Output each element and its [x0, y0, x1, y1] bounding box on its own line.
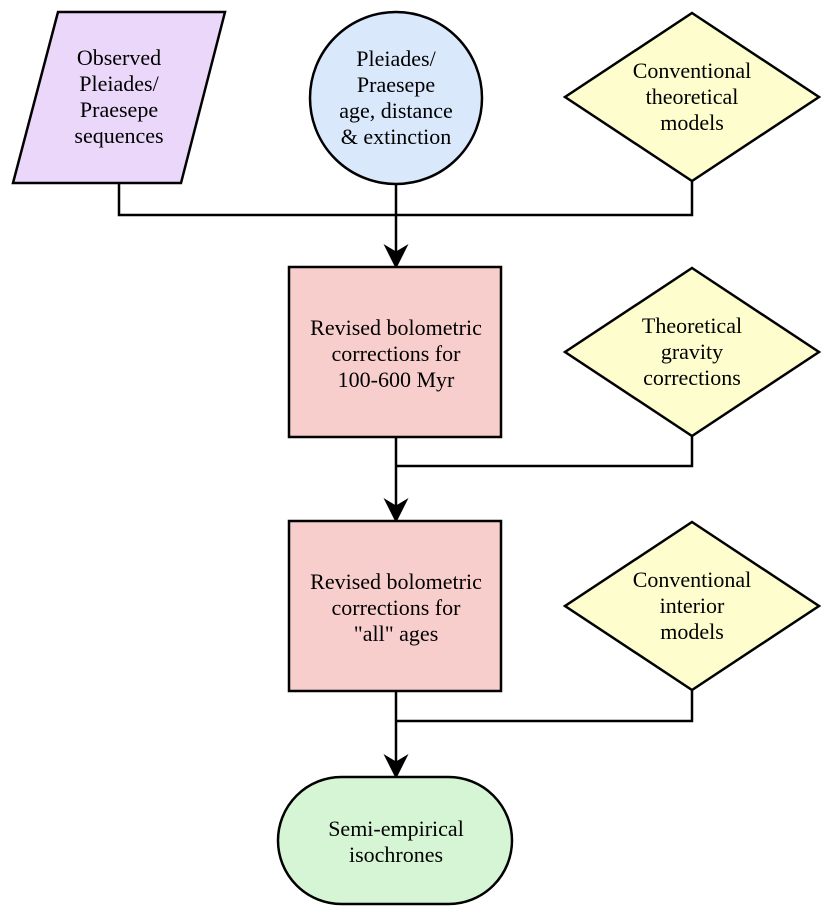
label-line: interior	[660, 593, 725, 618]
label-line: Conventional	[633, 58, 752, 83]
label-line: isochrones	[349, 842, 443, 867]
label-line: corrections	[643, 365, 741, 390]
label-line: Semi-empirical	[328, 816, 464, 841]
diamond-shape	[562, 11, 822, 183]
rectangle-shape	[287, 519, 503, 693]
label-line: Pleiades/	[356, 46, 436, 71]
label-line: Observed	[77, 45, 161, 70]
label-line: corrections for	[332, 595, 462, 620]
label-line: Pleiades/	[79, 71, 159, 96]
connector-gravity-to-merge	[396, 436, 694, 468]
label-line: age, distance	[339, 98, 453, 123]
connector-interior-models-to-merge	[396, 690, 694, 723]
label-line: Revised bolometric	[310, 315, 482, 340]
diamond-shape	[562, 266, 822, 438]
parallelogram-shape	[11, 10, 227, 185]
label-line: Theoretical	[642, 313, 742, 338]
label-line: theoretical	[646, 84, 739, 109]
connector-theoretical-models-to-merge	[396, 181, 694, 217]
label-line: Praesepe	[357, 72, 435, 97]
label-line: corrections for	[332, 341, 462, 366]
label-line: Revised bolometric	[310, 569, 482, 594]
diamond-shape	[562, 520, 822, 692]
circle-shape	[308, 10, 484, 186]
label-line: Conventional	[633, 567, 752, 592]
label-line: Praesepe	[80, 97, 158, 122]
label-line: 100-600 Myr	[338, 367, 455, 392]
label-line: sequences	[74, 123, 163, 148]
label-line: & extinction	[341, 124, 452, 149]
label-line: "all" ages	[354, 621, 439, 646]
connectors	[117, 181, 694, 779]
terminator-shape	[276, 775, 514, 906]
label-line: gravity	[661, 339, 723, 364]
label-line: models	[660, 619, 724, 644]
rectangle-shape	[287, 265, 503, 439]
label-line: models	[660, 110, 724, 135]
connector-observed-to-merge	[117, 183, 396, 217]
